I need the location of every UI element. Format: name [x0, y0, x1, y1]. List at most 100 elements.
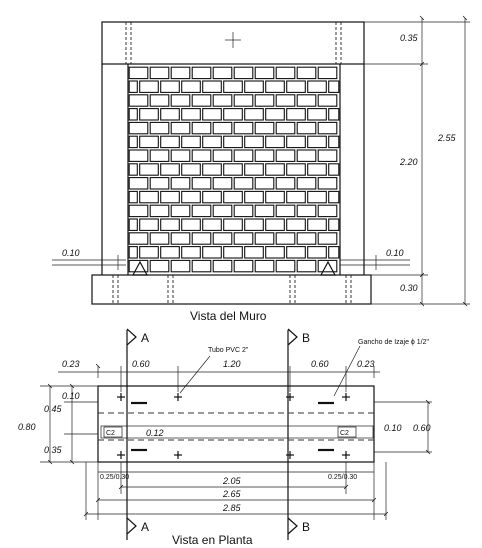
brick	[128, 135, 138, 149]
brick	[307, 246, 327, 259]
support-triangle-left-icon	[131, 260, 149, 276]
brick	[296, 121, 317, 135]
brick	[191, 66, 212, 80]
brick	[149, 259, 170, 273]
brick	[307, 190, 327, 204]
brick	[170, 94, 191, 107]
brick	[160, 163, 180, 176]
brick	[149, 94, 170, 107]
brick	[191, 232, 212, 245]
brick	[212, 204, 233, 218]
dim-right-0-10: 0.10	[386, 248, 404, 258]
brick	[160, 190, 180, 204]
brick	[128, 121, 149, 135]
brick	[265, 218, 285, 231]
section-label-a-bottom: A	[141, 520, 149, 534]
brick	[254, 204, 275, 218]
brick	[275, 232, 296, 245]
brick	[139, 218, 159, 231]
brick	[223, 135, 243, 149]
brick	[328, 246, 340, 259]
brick	[181, 218, 201, 231]
brick	[212, 259, 233, 273]
inner-dim-0-12: 0.12	[146, 428, 164, 438]
brick	[307, 163, 327, 176]
small-dim-left: 0.25/0.30	[100, 474, 129, 481]
brick	[233, 66, 254, 80]
brick	[202, 135, 222, 149]
brick	[128, 177, 149, 190]
section-arrow-b-top-icon	[287, 328, 298, 346]
left-dim-total: 0.80	[18, 422, 36, 432]
dim-0-30: 0.30	[400, 283, 418, 293]
brick	[244, 108, 264, 121]
brick	[286, 163, 306, 176]
pvc-tube-band	[100, 425, 374, 439]
right-dim-0-10: 0.10	[384, 423, 402, 433]
rebar-cross-icon	[342, 393, 350, 401]
brick	[212, 232, 233, 245]
brick	[275, 94, 296, 107]
brick	[254, 94, 275, 107]
brick	[139, 190, 159, 204]
brick	[212, 121, 233, 135]
brick	[244, 163, 264, 176]
brick	[223, 108, 243, 121]
brick	[223, 190, 243, 204]
brick	[170, 232, 191, 245]
brick	[275, 177, 296, 190]
center-mark-icon	[225, 32, 241, 48]
brick	[265, 80, 285, 93]
brick	[139, 163, 159, 176]
brick	[317, 259, 338, 273]
brick	[202, 163, 222, 176]
brick	[328, 163, 340, 176]
brick	[286, 108, 306, 121]
brick	[139, 135, 159, 149]
brick	[244, 190, 264, 204]
left-dim-2: 0.35	[44, 445, 63, 455]
brick	[317, 149, 338, 162]
plan-title: Vista en Planta	[172, 533, 253, 547]
brick	[128, 149, 149, 162]
brick	[265, 190, 285, 204]
brick	[254, 149, 275, 162]
brick	[223, 80, 243, 93]
brick	[160, 108, 180, 121]
rebar-markers	[117, 393, 350, 459]
brick	[296, 149, 317, 162]
brick	[233, 204, 254, 218]
brick	[149, 149, 170, 162]
brick	[212, 177, 233, 190]
dim-left-0-10: 0.10	[62, 248, 80, 258]
brick	[296, 259, 317, 273]
brick	[191, 94, 212, 107]
brick	[191, 121, 212, 135]
brick	[181, 135, 201, 149]
wall-elevation: 0.35 2.20 0.30 2.55 0.10 0.10 Vista del …	[52, 15, 470, 323]
brick	[275, 149, 296, 162]
section-arrow-b-bottom-icon	[287, 517, 298, 535]
section-arrow-a-top-icon	[126, 328, 137, 346]
brick	[160, 246, 180, 259]
brick	[307, 135, 327, 149]
brick	[160, 218, 180, 231]
brick	[296, 177, 317, 190]
rebar-cross-icon	[174, 393, 182, 401]
brick	[244, 80, 264, 93]
brick	[149, 204, 170, 218]
brick	[307, 218, 327, 231]
brick	[233, 94, 254, 107]
brick	[160, 135, 180, 149]
brick	[128, 259, 149, 273]
section-arrow-a-bottom-icon	[126, 517, 137, 535]
rebar-cross-icon	[117, 451, 125, 459]
brick	[191, 259, 212, 273]
brick	[128, 163, 138, 176]
c2-label-right: C2	[340, 430, 349, 437]
rebar-cross-icon	[342, 451, 350, 459]
brick	[286, 135, 306, 149]
c2-label-left: C2	[106, 430, 115, 437]
brick	[160, 80, 180, 93]
